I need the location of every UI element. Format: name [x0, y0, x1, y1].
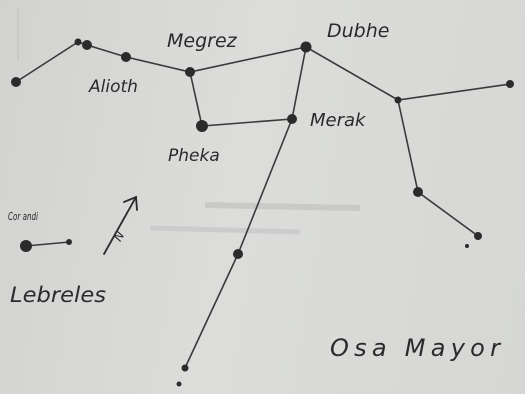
label-phekda: Pheka: [168, 146, 220, 166]
north-arrow-icon: [103, 195, 138, 255]
line-leg: [397, 99, 479, 237]
star-cor-caroli: [20, 240, 32, 252]
star-south-1: [233, 249, 243, 259]
star-leg-knee: [413, 187, 423, 197]
label-megrez: Megrez: [167, 30, 238, 52]
star-leg-end-east: [506, 80, 514, 88]
label-dubhe: Dubhe: [327, 20, 389, 42]
paper-mark: [204, 202, 361, 211]
star-dubhe: [300, 41, 312, 53]
star-phekda: [196, 120, 208, 132]
star-south-3: [176, 381, 182, 387]
star-merak: [287, 114, 297, 124]
star-megrez: [185, 67, 195, 77]
star-alioth: [121, 52, 131, 62]
star-alkaid: [11, 77, 21, 87]
label-merak: Merak: [310, 110, 367, 131]
label-alioth: Alioth: [88, 77, 138, 97]
star-leg-junction: [394, 96, 402, 104]
star-south-2: [181, 364, 189, 372]
star-leg-foot-companion: [465, 244, 469, 248]
line-bowl: [189, 46, 307, 127]
label-cor-caroli: Cor andi: [8, 210, 38, 223]
line-canes-venatici: [25, 241, 70, 247]
constellation-title: Osa Mayor: [330, 334, 502, 362]
star-leg-foot: [474, 232, 482, 240]
label-lebreles: Lebreles: [10, 283, 106, 307]
label-north: N: [111, 229, 128, 244]
star-chara: [66, 239, 72, 245]
star-mizar: [74, 38, 82, 46]
paper-mark: [149, 225, 301, 235]
star-alcor: [82, 40, 92, 50]
